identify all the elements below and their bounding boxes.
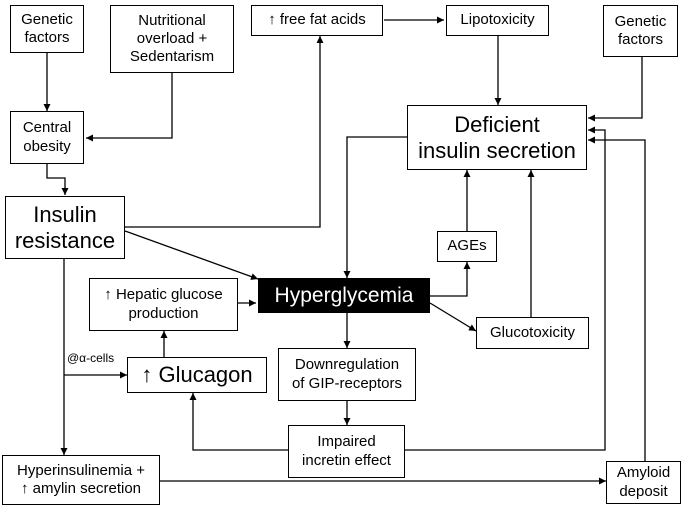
node-deficient-line-1: Deficient bbox=[454, 111, 540, 137]
arrow-ir-to-hyperglycemia bbox=[124, 230, 259, 280]
node-hepatic-line-1: ↑ Hepatic glucose bbox=[104, 286, 223, 304]
node-genetic-factors-left-line-1: Genetic bbox=[21, 10, 73, 28]
arrow-hyperglycemia-to-ages bbox=[430, 262, 471, 297]
node-genetic-factors-right: Genetic factors bbox=[603, 5, 678, 57]
edge-label-alpha-cells: @α-cells bbox=[67, 351, 115, 365]
node-insulin-resistance: Insulin resistance bbox=[5, 196, 125, 259]
arrow-nutritional-to-obesity bbox=[86, 73, 173, 142]
node-amyloid-deposit: Amyloid deposit bbox=[606, 461, 681, 504]
node-hyperglycemia-label: Hyperglycemia bbox=[274, 283, 414, 307]
node-free-fat-acids: ↑ free fat acids bbox=[251, 5, 383, 36]
node-deficient-line-2: insulin secretion bbox=[418, 137, 576, 163]
node-central-obesity-line-2: obesity bbox=[23, 137, 71, 155]
node-genetic-factors-right-line-2: factors bbox=[617, 31, 663, 48]
node-hepatic-glucose-production: ↑ Hepatic glucose production bbox=[89, 278, 238, 331]
node-hepatic-line-2: production bbox=[128, 304, 199, 322]
node-hyperinsulinemia-line-1: Hyperinsulinemia + bbox=[17, 461, 145, 479]
node-amyloid-line-2: deposit bbox=[619, 482, 668, 500]
node-ages-label: AGEs bbox=[447, 237, 487, 255]
arrow-deficient-to-hyperglycemia bbox=[343, 136, 407, 278]
node-deficient-insulin-secretion: Deficient insulin secretion bbox=[407, 105, 587, 170]
node-hyperglycemia: Hyperglycemia bbox=[258, 278, 430, 313]
arrow-amyloid-to-deficient bbox=[588, 136, 646, 461]
node-impaired-incretin-line-1: Impaired bbox=[317, 433, 376, 451]
arrow-incretin-to-deficient bbox=[405, 126, 606, 451]
node-lipotoxicity: Lipotoxicity bbox=[446, 5, 549, 36]
arrow-incretin-to-glucagon bbox=[189, 393, 288, 451]
node-glucotoxicity: Glucotoxicity bbox=[476, 317, 589, 349]
node-downregulation-line-1: Downregulation bbox=[294, 356, 400, 374]
node-genetic-factors-right-line-1: Genetic bbox=[614, 12, 667, 30]
node-glucagon: ↑ Glucagon bbox=[127, 357, 267, 393]
node-downregulation-gip-receptors: Downregulation of GIP-receptors bbox=[278, 348, 416, 401]
node-impaired-incretin-line-2: incretin effect bbox=[302, 451, 391, 469]
node-central-obesity: Central obesity bbox=[10, 111, 84, 164]
arrow-genetic-right-to-deficient bbox=[588, 57, 643, 122]
node-free-fat-acids-label: ↑ free fat acids bbox=[268, 11, 366, 29]
node-hyperinsulinemia-line-2: ↑ amylin secretion bbox=[20, 480, 142, 497]
node-insulin-resistance-line-1: Insulin bbox=[33, 201, 97, 227]
node-glucotoxicity-label: Glucotoxicity bbox=[489, 323, 576, 341]
arrow-obesity-to-ir bbox=[46, 164, 69, 195]
node-amyloid-line-1: Amyloid bbox=[616, 464, 671, 482]
node-genetic-factors-left: Genetic factors bbox=[10, 5, 84, 53]
node-glucagon-label: ↑ Glucagon bbox=[141, 362, 253, 388]
node-genetic-factors-left-line-2: factors bbox=[24, 29, 70, 46]
node-nutritional-overload: Nutritional overload + Sedentarism bbox=[110, 5, 234, 73]
node-lipotoxicity-label: Lipotoxicity bbox=[460, 11, 535, 29]
node-nutritional-line-3: Sedentarism bbox=[129, 48, 215, 66]
arrow-ir-to-ffa bbox=[125, 36, 324, 228]
node-central-obesity-line-1: Central bbox=[22, 119, 72, 137]
arrow-hyperglycemia-to-glucotoxicity bbox=[429, 302, 477, 332]
node-downregulation-line-2: of GIP-receptors bbox=[291, 374, 403, 392]
node-impaired-incretin-effect: Impaired incretin effect bbox=[288, 425, 405, 478]
node-ages: AGEs bbox=[437, 231, 497, 262]
node-nutritional-line-1: Nutritional bbox=[138, 11, 206, 29]
node-nutritional-line-2: overload + bbox=[136, 29, 208, 47]
node-insulin-resistance-line-2: resistance bbox=[14, 227, 116, 253]
node-hyperinsulinemia-amylin: Hyperinsulinemia + ↑ amylin secretion bbox=[2, 455, 160, 505]
